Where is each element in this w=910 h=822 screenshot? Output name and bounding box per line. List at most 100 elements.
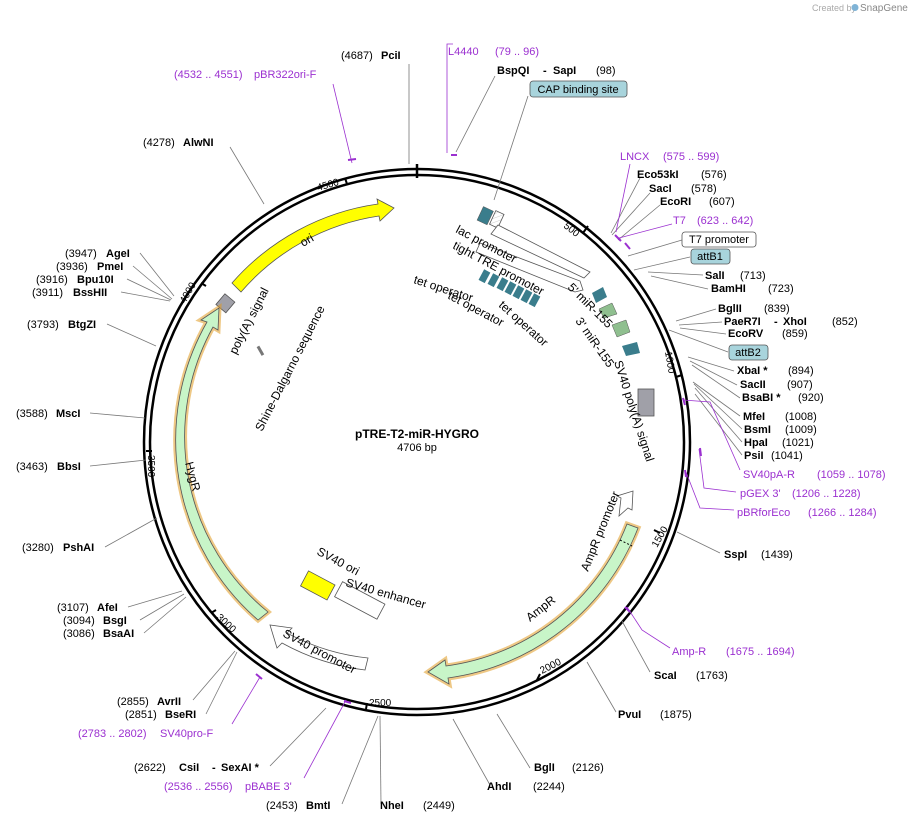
re-pos-mfei: (1008) xyxy=(785,411,817,423)
re-pos-saci: (578) xyxy=(691,183,717,195)
primer-range-pbrforeco: (1266 .. 1284) xyxy=(808,507,877,519)
re-name-sali: SalI xyxy=(705,270,725,282)
re-name-sacii: SacII xyxy=(740,379,766,391)
ampr-arrow[interactable] xyxy=(427,523,639,685)
primer-range-t7: (623 .. 642) xyxy=(697,215,753,227)
re-name-saci: SacI xyxy=(649,183,672,195)
re-pos-bspqi: (98) xyxy=(596,65,616,77)
re-pos-ecorv: (859) xyxy=(782,328,808,340)
sv40-polya-box[interactable] xyxy=(637,388,655,417)
re-name-mfei: MfeI xyxy=(743,411,765,423)
mir155-5-arrow[interactable] xyxy=(592,287,607,303)
t7-promoter-leader xyxy=(627,239,683,257)
re-pos-ahdi: (2244) xyxy=(533,781,565,793)
sv40-ori-label: SV40 ori xyxy=(315,544,362,578)
attb1-box[interactable] xyxy=(690,248,731,265)
re-name-bsabi: BsaBI * xyxy=(742,392,781,404)
re-pos-bsaai: (3086) xyxy=(63,628,95,640)
re-pos-sali: (713) xyxy=(740,270,766,282)
credit-prefix: Created by xyxy=(812,3,857,13)
sv40-ori-box[interactable] xyxy=(299,570,336,601)
primer-range-pgex: (1206 .. 1228) xyxy=(792,488,861,500)
sv40-promoter-arrow[interactable] xyxy=(269,624,369,671)
re-pos-sspi: (1439) xyxy=(761,549,793,561)
re-name-bmti: BmtI xyxy=(306,800,330,812)
plasmid-length: 4706 bp xyxy=(397,442,437,454)
re-name-sexai: SexAI * xyxy=(221,762,260,774)
ampr-promoter-arrow[interactable] xyxy=(615,490,634,517)
re-name-bamhi: BamHI xyxy=(711,283,746,295)
snapgene-logo-icon xyxy=(851,4,859,11)
re-name-sspi: SspI xyxy=(724,549,747,561)
re-name-ecori: EcoRI xyxy=(660,196,691,208)
re-pos-avrii: (2855) xyxy=(117,696,149,708)
primer-range-ampr: (1675 .. 1694) xyxy=(726,646,795,658)
re-leaders xyxy=(89,64,743,805)
plasmid-name: pTRE-T2-miR-HYGRO xyxy=(355,427,479,441)
mir155-3-arrow[interactable] xyxy=(622,342,640,356)
re-pos-bpu10i: (3916) xyxy=(36,274,68,286)
re-name-bsgi: BsgI xyxy=(103,615,127,627)
re-name-agei: AgeI xyxy=(106,248,130,260)
shine-dalgarno-mark[interactable] xyxy=(256,345,265,356)
primer-range-lncx: (575 .. 599) xyxy=(663,151,719,163)
re-name-bsaai: BsaAI xyxy=(103,628,134,640)
re-pos-pshai: (3280) xyxy=(22,542,54,554)
re-name-alwni: AlwNI xyxy=(183,137,214,149)
attb1-leader xyxy=(633,256,691,271)
attb2-box[interactable] xyxy=(728,344,769,361)
sv40-promoter-label: SV40 promoter xyxy=(281,626,359,676)
re-name-bgli: BglI xyxy=(534,762,555,774)
re-name-ahdi: AhdI xyxy=(487,781,511,793)
primer-range-pbr322ori: (4532 .. 4551) xyxy=(174,69,243,81)
re-labels: (4687) PciI BspQI - SapI (98) (4278) Alw… xyxy=(16,50,858,812)
ruler-label-2500: 2500 xyxy=(369,698,392,709)
lac-promoter-arrow[interactable] xyxy=(490,224,591,279)
re-name-scai: ScaI xyxy=(654,670,677,682)
re-pos-hpai: (1021) xyxy=(782,437,814,449)
re-pos-bsshii: (3911) xyxy=(32,287,63,299)
re-pos-bgli: (2126) xyxy=(572,762,604,774)
lac-operator-box[interactable] xyxy=(476,206,494,226)
re-pos-bsmi: (1009) xyxy=(785,424,817,436)
t7-promoter-box[interactable] xyxy=(681,231,757,248)
cap-box[interactable] xyxy=(529,80,628,98)
re-name-nhei: NheI xyxy=(380,800,404,812)
re-name-pmei: PmeI xyxy=(97,261,123,273)
primer-name-pbrforeco: pBRforEco xyxy=(737,507,790,519)
primer-name-pgex: pGEX 3' xyxy=(740,488,781,500)
re-pos-xbai: (894) xyxy=(788,365,814,377)
re-pos-pcii: (4687) xyxy=(341,50,373,62)
re-pos-ecori: (607) xyxy=(709,196,735,208)
re-pos-eco53ki: (576) xyxy=(701,169,727,181)
primer-name-sv40prof: SV40pro-F xyxy=(160,728,213,740)
attb2-label: attB2 xyxy=(735,347,761,359)
re-pos-bglii: (839) xyxy=(764,303,790,315)
attb1-label: attB1 xyxy=(697,251,723,263)
ruler-label-3500: 3500 xyxy=(145,455,156,478)
re-pos-csii: (2622) xyxy=(134,762,166,774)
re-pos-alwni: (4278) xyxy=(143,137,175,149)
re-name-ecorv: EcoRV xyxy=(728,328,764,340)
re-name-xhoi: XhoI xyxy=(783,316,807,328)
ori-label: ori xyxy=(298,231,317,250)
cap-leader xyxy=(493,95,529,201)
tight-tre-arrow[interactable] xyxy=(475,242,584,293)
sv40-enhancer-box[interactable] xyxy=(334,581,386,620)
credit-brand: SnapGene xyxy=(860,3,908,14)
re-name-paer7i: PaeR7I xyxy=(724,316,761,328)
primer-range-sv40prof: (2783 .. 2802) xyxy=(78,728,147,740)
cap-label: CAP binding site xyxy=(537,84,618,96)
re-pos-paer7i: (852) xyxy=(832,316,858,328)
ori-arrow[interactable] xyxy=(231,198,395,293)
lac-hatch-box[interactable] xyxy=(488,210,505,229)
mir155-stem-arrow[interactable] xyxy=(611,319,631,338)
hygr-arrow[interactable] xyxy=(175,307,269,621)
re-name-bbsi: BbsI xyxy=(57,461,81,473)
re-name-hpai: HpaI xyxy=(744,437,768,449)
re-pos-bsabi: (920) xyxy=(798,392,824,404)
svg-text:-: - xyxy=(543,65,547,77)
mir155-loop-arrow[interactable] xyxy=(598,302,618,319)
re-name-eco53ki: Eco53kI xyxy=(637,169,679,181)
